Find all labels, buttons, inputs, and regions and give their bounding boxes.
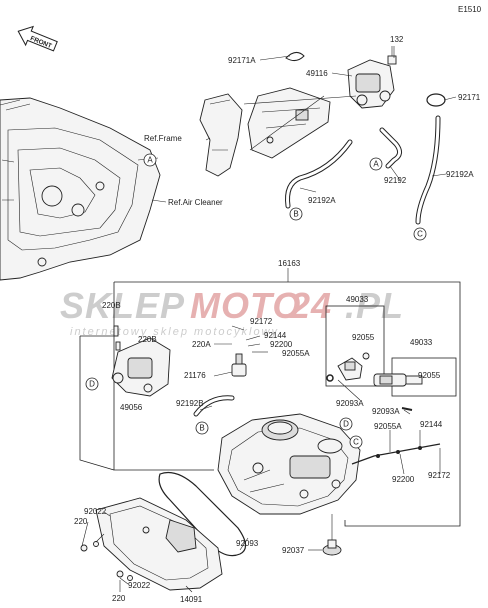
svg-text:B: B: [293, 210, 298, 219]
drain-plug-92037: [322, 514, 342, 556]
label-92093: 92093: [236, 539, 259, 548]
label-49033-a: 49033: [346, 295, 369, 304]
svg-text:A: A: [147, 156, 153, 165]
belt-92093: [158, 471, 247, 557]
fuel-injector-b: [373, 373, 423, 387]
clip-92171a: [285, 52, 305, 62]
label-220b-top: 220B: [102, 301, 121, 310]
bolt-220-a: [80, 541, 99, 552]
label-92144-top: 92144: [264, 331, 287, 340]
svg-text:D: D: [343, 420, 349, 429]
label-92200: 92200: [392, 475, 415, 484]
label-92093a-a: 92093A: [336, 399, 364, 408]
callout-d-left: D: [85, 377, 99, 391]
label-220-b: 220: [112, 594, 126, 603]
label-92172: 92172: [428, 471, 451, 480]
hose-92192: [379, 127, 402, 169]
label-21176: 21176: [184, 371, 206, 380]
label-92192: 92192: [384, 176, 407, 185]
diagram-code: E1510: [458, 5, 482, 14]
label-220-a: 220: [74, 517, 88, 526]
label-92192b: 92192B: [176, 399, 204, 408]
label-132: 132: [390, 35, 404, 44]
label-92055-a: 92055: [352, 333, 375, 342]
label-92200-top: 92200: [270, 340, 293, 349]
throttle-body-assembly: [217, 413, 361, 515]
air-cleaner-housing: [0, 97, 161, 281]
purge-valve: [347, 46, 397, 109]
label-220a: 220A: [192, 340, 211, 349]
o-ring-92093a: [326, 374, 334, 382]
label-220b: 220B: [138, 335, 157, 344]
watermark-part3: 24: [289, 285, 332, 326]
watermark: SKLEP MOTO 24 .PL internetowy sklep moto…: [60, 285, 404, 338]
svg-text:C: C: [417, 230, 423, 239]
callout-b-top: B: [289, 207, 303, 221]
watermark-part1: SKLEP: [60, 285, 185, 326]
callout-c-top: C: [413, 227, 427, 241]
watermark-part2: MOTO: [190, 285, 301, 326]
sensor-bracket-49056: [111, 337, 171, 397]
watermark-part4: .PL: [345, 285, 404, 326]
cover-14091: [95, 497, 223, 591]
label-49056: 49056: [120, 403, 143, 412]
callout-a-hose: A: [369, 157, 383, 171]
callout-d-bottom: D: [339, 417, 353, 431]
svg-text:D: D: [89, 380, 95, 389]
ref-air-cleaner-label: Ref.Air Cleaner: [168, 198, 223, 207]
label-92022-a: 92022: [84, 507, 107, 516]
label-92192a-right: 92192A: [446, 170, 474, 179]
hose-92192a-right: [415, 115, 441, 225]
svg-text:B: B: [199, 424, 204, 433]
frame-bracket: [199, 87, 331, 177]
label-16163: 16163: [278, 259, 301, 268]
injector-box-a: [325, 305, 385, 387]
label-14091: 14091: [180, 595, 203, 604]
label-49116: 49116: [306, 69, 328, 78]
label-92171a: 92171A: [228, 56, 256, 65]
label-92144: 92144: [420, 420, 443, 429]
label-92055a-top: 92055A: [282, 349, 310, 358]
label-49033-b: 49033: [410, 338, 433, 347]
label-92055-b: 92055: [418, 371, 441, 380]
front-arrow-icon: FRONT: [17, 25, 58, 52]
bolt-220-b: [116, 570, 133, 581]
label-92022-b: 92022: [128, 581, 151, 590]
callout-a-frame: A: [143, 153, 157, 167]
svg-text:C: C: [353, 438, 359, 447]
fuel-pipe-92200: [351, 443, 441, 465]
leader-lines: [81, 46, 457, 593]
label-92093a-b: 92093A: [372, 407, 400, 416]
label-92171: 92171: [458, 93, 481, 102]
callout-b-bottom: B: [195, 421, 209, 435]
clip-92171: [426, 93, 446, 107]
label-92192a-left: 92192A: [308, 196, 336, 205]
label-92037: 92037: [282, 546, 305, 555]
label-92055a: 92055A: [374, 422, 402, 431]
sensor-21176: [231, 353, 247, 377]
part-labels: 132 92171A 49116 92171 92192A 92192 9219…: [74, 35, 481, 604]
svg-text:A: A: [373, 160, 379, 169]
hose-92192b: [193, 395, 235, 417]
watermark-tagline: internetowy sklep motocyklowy: [70, 326, 279, 338]
fuel-injector-a: [337, 352, 370, 381]
ref-frame-label: Ref.Frame: [144, 134, 182, 143]
hose-92192a-left: [285, 139, 353, 209]
bolt-220b: [113, 325, 121, 351]
callout-c-bottom: C: [349, 435, 363, 449]
label-92172-top: 92172: [250, 317, 273, 326]
